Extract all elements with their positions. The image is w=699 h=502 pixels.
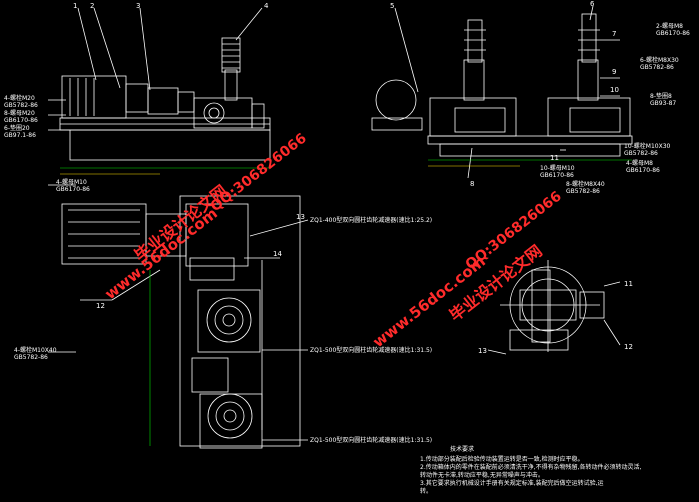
leader-3: 3 bbox=[136, 2, 140, 10]
svg-text:8-螺栓M8X40: 8-螺栓M8X40 bbox=[566, 180, 605, 188]
svg-text:GB97.1-86: GB97.1-86 bbox=[4, 132, 36, 139]
watermark-url-1: www.56doc.com bbox=[101, 204, 221, 303]
reducer-note-3: ZQ1-500型双向圆柱齿轮减速器(速比1:31.5) bbox=[310, 436, 432, 444]
leader-6: 6 bbox=[590, 0, 595, 8]
svg-text:2-螺母M8: 2-螺母M8 bbox=[656, 22, 683, 30]
detail-leader-11: 11 bbox=[624, 280, 633, 288]
svg-text:GB5782-86: GB5782-86 bbox=[14, 354, 48, 361]
watermark-qq-1: QQ:306826066 bbox=[208, 130, 310, 215]
svg-text:6-垫圈20: 6-垫圈20 bbox=[4, 124, 30, 132]
leader-8: 8 bbox=[470, 180, 474, 188]
svg-text:GB6170-86: GB6170-86 bbox=[656, 30, 690, 37]
svg-text:8-垫圈8: 8-垫圈8 bbox=[650, 92, 672, 100]
motor-side bbox=[375, 79, 417, 121]
svg-text:4-螺母M10: 4-螺母M10 bbox=[56, 178, 87, 186]
svg-text:GB93-87: GB93-87 bbox=[650, 100, 676, 107]
leader-9: 9 bbox=[612, 68, 616, 76]
tech-requirement-2: 2.传动箱体内的零件在装配前必须清洗干净,不得有杂物残留,各转动件必须转动灵活, bbox=[420, 464, 642, 471]
leader-11: 11 bbox=[550, 154, 559, 162]
plan-view bbox=[48, 184, 309, 449]
tech-requirement-4: 3.其它要求执行机械设计手册有关规定标准,装配完后做空运转试验,运 bbox=[420, 480, 604, 487]
svg-text:GB5782-86: GB5782-86 bbox=[640, 64, 674, 71]
detail-leader-13: 13 bbox=[478, 347, 487, 355]
svg-text:10-螺栓M10X30: 10-螺栓M10X30 bbox=[624, 142, 671, 150]
svg-text:GB5782-86: GB5782-86 bbox=[624, 150, 658, 157]
svg-text:GB6170-86: GB6170-86 bbox=[626, 167, 660, 174]
reducer-note-1: ZQ1-400型双向圆柱齿轮减速器(速比1:25.2) bbox=[310, 216, 432, 224]
leader-numbers: 1 2 3 4 5 6 7 8 9 10 11 12 13 14 11 12 1… bbox=[73, 0, 633, 355]
svg-text:4-螺栓M20: 4-螺栓M20 bbox=[4, 94, 35, 102]
svg-text:4-螺栓M10X40: 4-螺栓M10X40 bbox=[14, 346, 57, 354]
svg-text:4-螺母M8: 4-螺母M8 bbox=[626, 159, 653, 167]
svg-text:GB5782-86: GB5782-86 bbox=[566, 188, 600, 195]
leader-4: 4 bbox=[264, 2, 269, 10]
svg-text:6-螺栓M8X30: 6-螺栓M8X30 bbox=[640, 56, 679, 64]
tech-requirements-title: 技术要求 bbox=[450, 446, 475, 453]
leader-7: 7 bbox=[612, 30, 616, 38]
svg-text:GB6170-86: GB6170-86 bbox=[56, 186, 90, 193]
reducer-note-2: ZQ1-500型双向圆柱齿轮减速器(速比1:31.5) bbox=[310, 346, 432, 354]
detail-view bbox=[487, 260, 621, 355]
front-view bbox=[48, 7, 271, 161]
svg-text:8-螺母M20: 8-螺母M20 bbox=[4, 109, 35, 117]
leader-12: 12 bbox=[96, 302, 105, 310]
leader-10: 10 bbox=[610, 86, 619, 94]
leader-5: 5 bbox=[390, 2, 394, 10]
fastener-labels: 4-螺栓M20 GB5782-86 8-螺母M20 GB6170-86 6-垫圈… bbox=[4, 22, 690, 444]
svg-text:GB5782-86: GB5782-86 bbox=[4, 102, 38, 109]
svg-text:GB6170-86: GB6170-86 bbox=[4, 117, 38, 124]
leader-2: 2 bbox=[90, 2, 94, 10]
side-view bbox=[371, 5, 633, 179]
tech-requirement-5: 转。 bbox=[420, 488, 433, 495]
leader-14: 14 bbox=[273, 250, 282, 258]
tech-requirement-3: 转动件无卡滞,转动应平稳,无异常噪声与冲击。 bbox=[420, 472, 544, 479]
reducer-front bbox=[193, 97, 253, 129]
detail-leader-12: 12 bbox=[624, 343, 633, 351]
tech-requirement-1: 1.传动部分装配后检验传动装置运转是否一致,检测时应平稳。 bbox=[420, 456, 584, 463]
leader-1: 1 bbox=[73, 2, 77, 10]
leader-13: 13 bbox=[296, 213, 305, 221]
svg-text:10-螺母M10: 10-螺母M10 bbox=[540, 164, 575, 172]
svg-text:GB6170-86: GB6170-86 bbox=[540, 172, 574, 179]
watermarks: 毕业设计论文网 www.56doc.com QQ:306826066 www.5… bbox=[101, 130, 564, 351]
